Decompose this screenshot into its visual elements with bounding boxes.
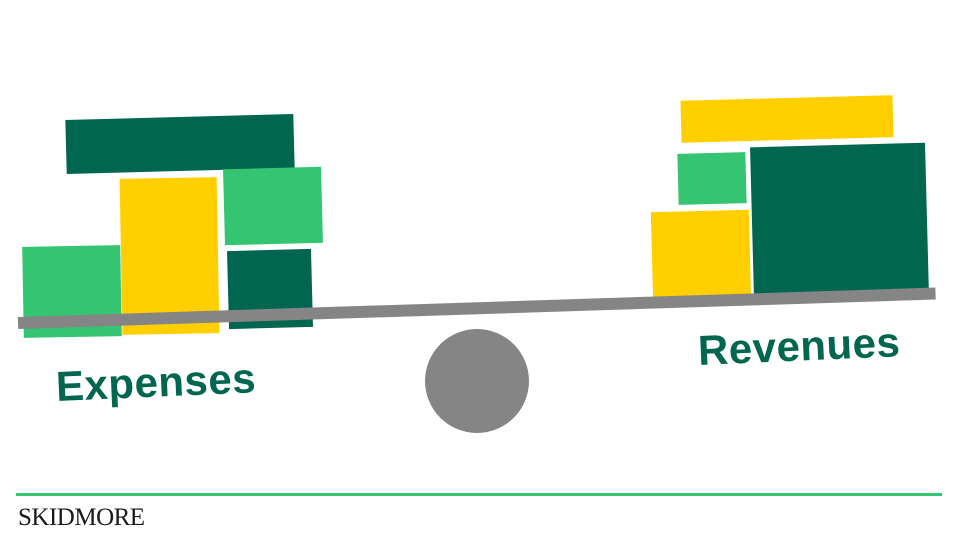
expenses-label: Expenses — [54, 354, 257, 410]
revenues-block-yellow-bottom — [650, 209, 752, 305]
revenues-block-light-small — [677, 152, 747, 205]
revenues-label: Revenues — [696, 318, 902, 374]
expenses-block-dark-top — [65, 114, 295, 174]
footer-accent-rule — [16, 493, 942, 496]
seesaw-fulcrum — [425, 329, 529, 433]
revenues-block-yellow-top — [680, 95, 894, 143]
skidmore-logo: SKIDMORE — [18, 504, 145, 531]
revenues-block-dark-large — [750, 142, 929, 300]
expenses-block-light-right — [223, 166, 323, 246]
